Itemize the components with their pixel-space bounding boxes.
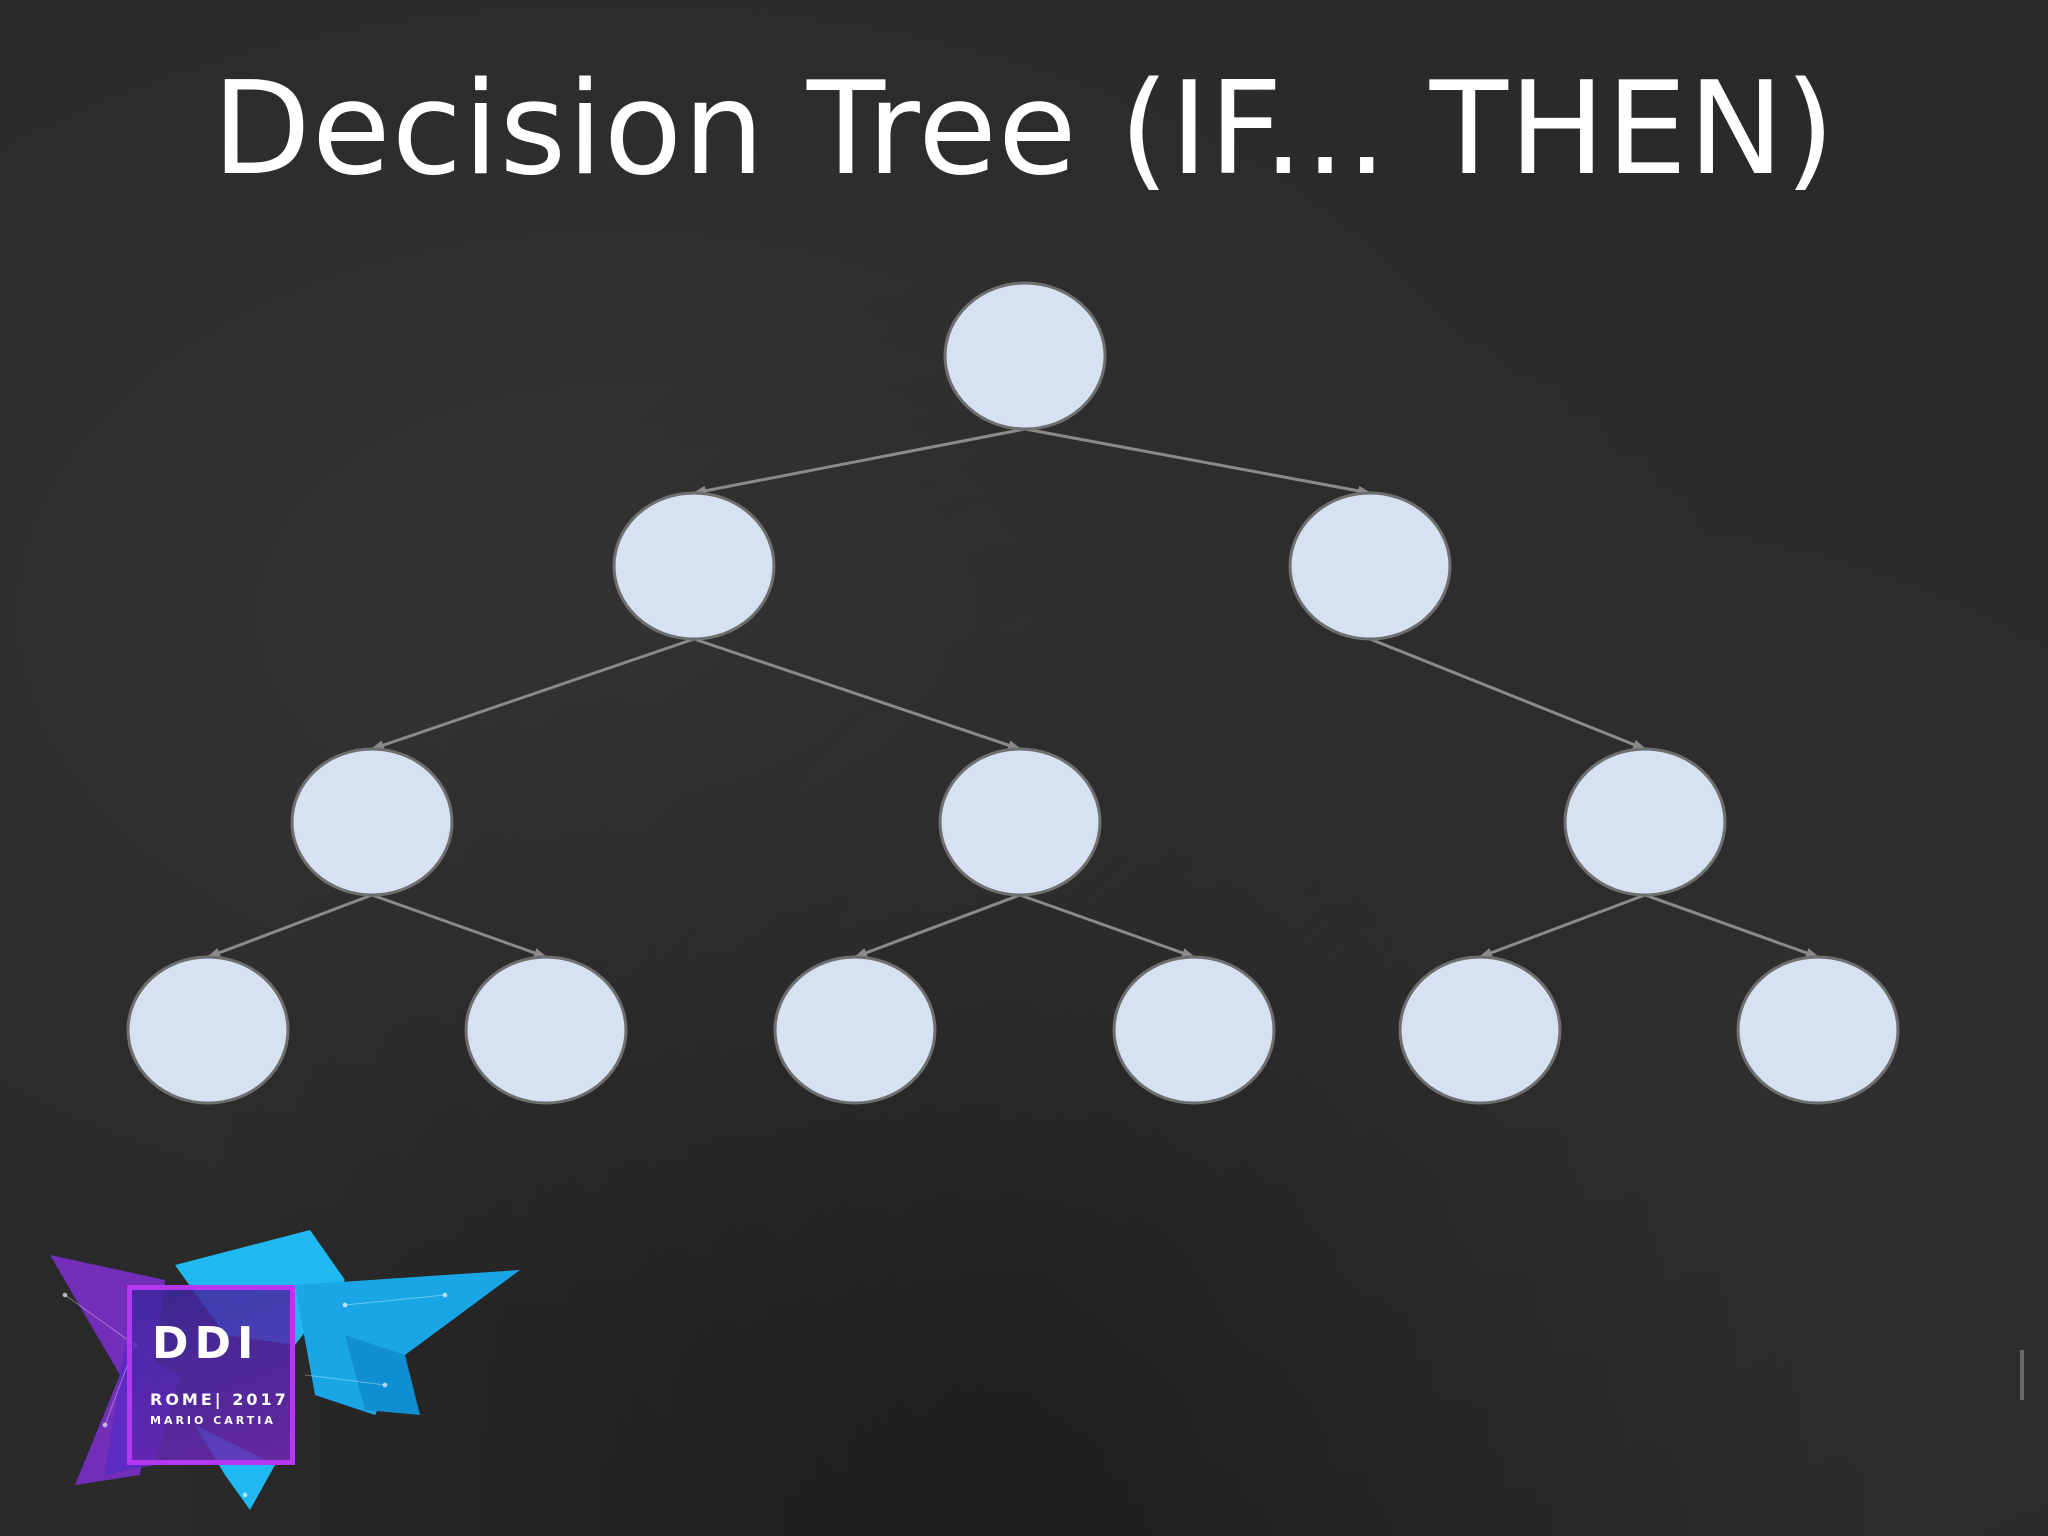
logo-wordmark: DDI bbox=[152, 1318, 260, 1369]
slide-title: Decision Tree (IF... THEN) bbox=[212, 55, 1836, 204]
tree-node-r1-c-l bbox=[1398, 955, 1562, 1105]
tree-node-l1-l-r bbox=[464, 955, 628, 1105]
tree-edge-root-to-r1 bbox=[1024, 427, 1372, 496]
logo-badge: DDI ROME| 2017 MARIO CARTIA bbox=[127, 1285, 295, 1465]
tree-edge-l1-l-to-l1-l-l bbox=[206, 893, 373, 959]
tree-node-l1-l bbox=[290, 747, 454, 897]
tree-node-l1-r bbox=[938, 747, 1102, 897]
tree-edge-l1-to-l1-l bbox=[370, 637, 695, 751]
tree-edge-r1-to-r1-c bbox=[1369, 637, 1647, 751]
tree-node-r1 bbox=[1288, 491, 1452, 641]
ddi-logo: DDI ROME| 2017 MARIO CARTIA bbox=[45, 1225, 525, 1515]
chalk-mark bbox=[2020, 1350, 2024, 1400]
tree-edge-r1-c-to-r1-c-l bbox=[1478, 893, 1646, 959]
tree-edges bbox=[206, 427, 1820, 959]
tree-edge-l1-l-to-l1-l-r bbox=[371, 893, 548, 959]
tree-node-l1-l-l bbox=[126, 955, 290, 1105]
tree-edge-l1-r-to-l1-r-l bbox=[853, 893, 1021, 959]
tree-node-l1-r-l bbox=[773, 955, 937, 1105]
tree-edge-r1-c-to-r1-c-r bbox=[1644, 893, 1820, 959]
tree-edge-root-to-l1 bbox=[692, 427, 1026, 496]
tree-edge-l1-to-l1-r bbox=[693, 637, 1022, 751]
tree-node-r1-c bbox=[1563, 747, 1727, 897]
tree-node-l1 bbox=[612, 491, 776, 641]
tree-node-l1-r-r bbox=[1112, 955, 1276, 1105]
tree-edge-l1-r-to-l1-r-r bbox=[1019, 893, 1196, 959]
tree-node-root bbox=[943, 281, 1107, 431]
logo-event-line: ROME| 2017 bbox=[150, 1390, 289, 1409]
tree-node-r1-c-r bbox=[1736, 955, 1900, 1105]
logo-author-line: MARIO CARTIA bbox=[150, 1414, 276, 1427]
tree-nodes bbox=[126, 281, 1900, 1105]
